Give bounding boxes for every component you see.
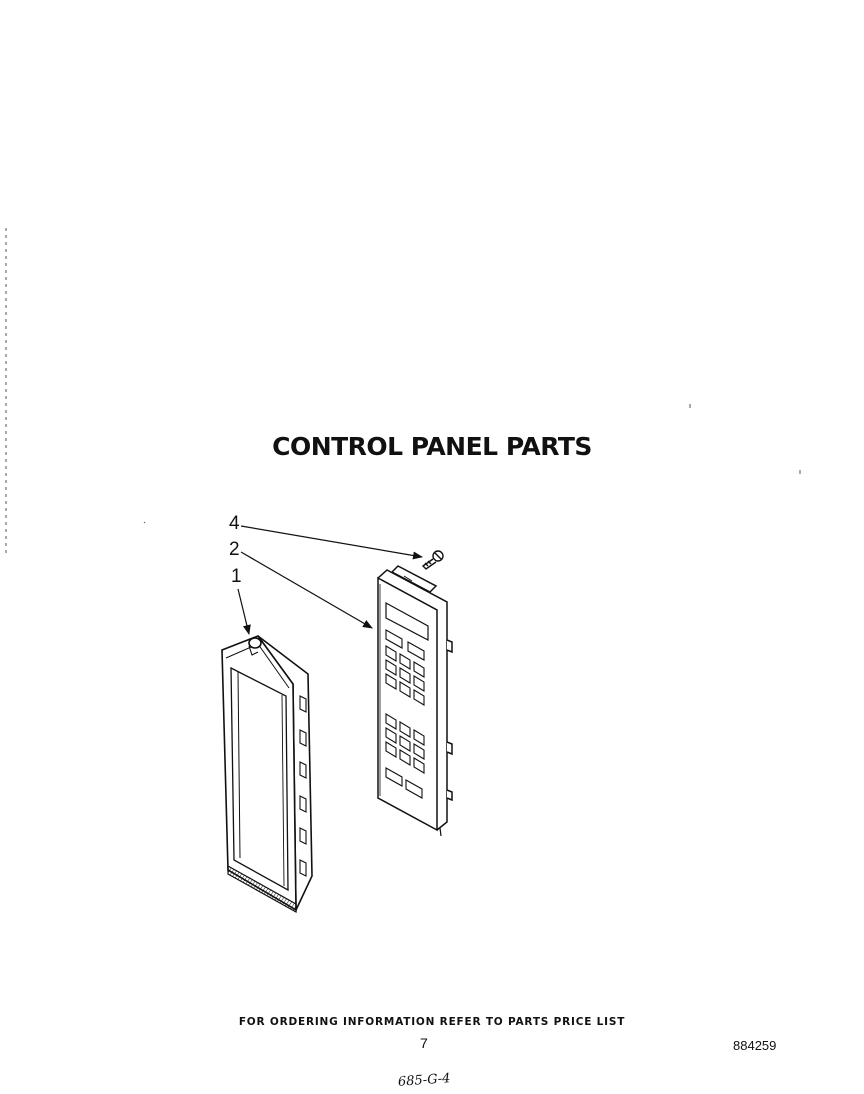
document-number: 884259 (733, 1038, 777, 1053)
part-1-control-panel-frame (221, 635, 313, 914)
leader-lines (237, 525, 423, 635)
part-2-control-panel-board (377, 565, 453, 837)
leader-line-4 (240, 525, 423, 560)
ordering-note: FOR ORDERING INFORMATION REFER TO PARTS … (238, 1016, 626, 1028)
callout-2: 2 (229, 539, 240, 560)
page-title: CONTROL PANEL PARTS (272, 432, 592, 461)
callout-1: 1 (231, 566, 242, 587)
scan-edge-marks (5, 228, 801, 556)
leader-line-2 (240, 551, 373, 629)
leader-line-1 (237, 588, 251, 635)
part-4-screw (421, 550, 444, 570)
page-number: 7 (420, 1035, 428, 1051)
callout-4: 4 (229, 513, 240, 534)
